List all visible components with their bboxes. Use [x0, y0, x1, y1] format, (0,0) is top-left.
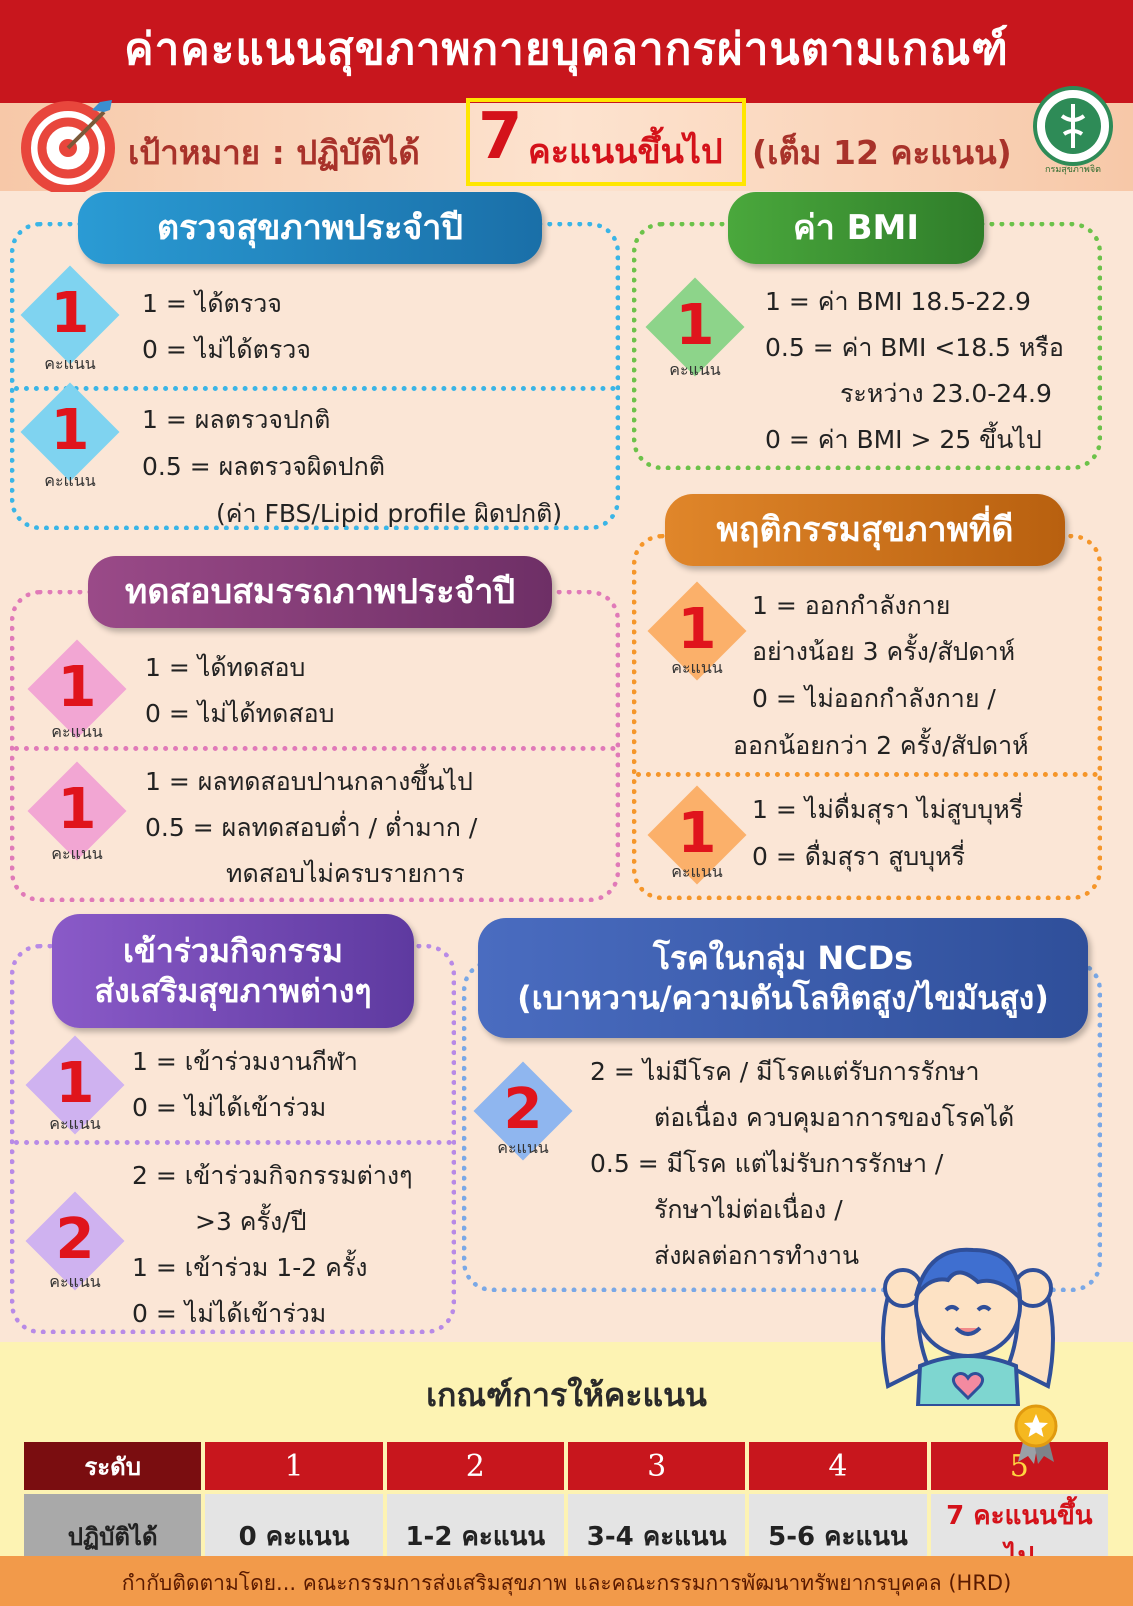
activities-line: 0 = ไม่ได้เข้าร่วม	[132, 1299, 327, 1328]
goal-full-score: (เต็ม 12 คะแนน)	[752, 133, 1012, 172]
behavior-line: 1 = ออกกำลังกาย	[752, 591, 951, 620]
activities-title-line: เข้าร่วมกิจกรรม	[123, 932, 343, 970]
score-value: 2	[503, 1077, 543, 1142]
score-unit-label: คะแนน	[44, 471, 96, 490]
criteria-level-cell: 3	[567, 1442, 746, 1490]
score-unit-label: คะแนน	[671, 862, 723, 881]
bmi-line: ระหว่าง 23.0-24.9	[840, 379, 1052, 408]
activities-line: 1 = เข้าร่วมงานกีฬา	[132, 1047, 358, 1076]
ncds-title-line: โรคในกลุ่ม NCDs	[652, 939, 914, 977]
bmi-line: 0.5 = ค่า BMI <18.5 หรือ	[765, 333, 1064, 362]
bmi-line: 1 = ค่า BMI 18.5-22.9	[765, 287, 1031, 316]
criteria-level-cell: 2	[386, 1442, 564, 1490]
activities-line: 1 = เข้าร่วม 1-2 ครั้ง	[132, 1253, 368, 1282]
score-value: 1	[50, 281, 90, 346]
behavior-line: อย่างน้อย 3 ครั้ง/สัปดาห์	[752, 637, 1016, 666]
score-value: 1	[675, 293, 715, 358]
fitness-line: ทดสอบไม่ครบรายการ	[226, 859, 465, 888]
behavior-title: พฤติกรรมสุขภาพที่ดี	[665, 494, 1065, 566]
footer-text: กำกับติดตามโดย... คณะกรรมการส่งเสริมสุขภ…	[121, 1571, 1012, 1595]
activities-title: เข้าร่วมกิจกรรม ส่งเสริมสุขภาพต่างๆ	[52, 914, 414, 1028]
score-value: 1	[57, 655, 97, 720]
strong-boy-illustration-icon	[881, 1247, 1055, 1406]
behavior-line: 1 = ไม่ดื่มสุรา ไม่สูบบุหรี่	[752, 795, 1024, 824]
behavior-line: 0 = ไม่ออกกำลังกาย /	[752, 684, 996, 713]
fitness-divider	[14, 746, 616, 751]
score-value: 1	[50, 398, 90, 463]
criteria-level-row: ระดับ 1 2 3 4 5	[24, 1442, 1108, 1490]
score-value: 2	[55, 1207, 95, 1272]
goal-label: เป้าหมาย : ปฏิบัติได้	[128, 133, 420, 172]
bmi-title: ค่า BMI	[728, 192, 984, 264]
goal-red-text: คะแนนขึ้นไป	[528, 132, 723, 172]
score-value: 1	[677, 597, 717, 662]
activities-divider	[14, 1140, 452, 1145]
score-unit-label: คะแนน	[497, 1138, 549, 1157]
fitness-line: 0.5 = ผลทดสอบต่ำ / ต่ำมาก /	[145, 813, 478, 842]
criteria-level-cell: 1	[205, 1442, 383, 1490]
score-unit-label: คะแนน	[44, 354, 96, 373]
score-unit-label: คะแนน	[49, 1114, 101, 1133]
fitness-line: 1 = ผลทดสอบปานกลางขึ้นไป	[145, 767, 473, 796]
ncds-title-line: (เบาหวาน/ความดันโลหิตสูง/ไขมันสูง)	[517, 979, 1049, 1017]
checkup-line: 0 = ไม่ได้ตรวจ	[142, 335, 311, 364]
score-value: 1	[677, 801, 717, 866]
checkup-line: 1 = ได้ตรวจ	[142, 289, 282, 318]
fitness-line: 1 = ได้ทดสอบ	[145, 653, 306, 682]
checkup-title: ตรวจสุขภาพประจำปี	[78, 192, 542, 264]
ncds-line: 2 = ไม่มีโรค / มีโรคแต่รับการรักษา	[590, 1057, 980, 1086]
criteria-level-cell: 4	[749, 1442, 927, 1490]
footer-bar	[0, 1556, 1133, 1606]
ncds-line: 0.5 = มีโรค แต่ไม่รับการรักษา /	[590, 1149, 944, 1178]
activities-line: 0 = ไม่ได้เข้าร่วม	[132, 1093, 327, 1122]
goal-highlight-box	[466, 98, 746, 186]
bmi-line: 0 = ค่า BMI > 25 ขึ้นไป	[765, 425, 1042, 454]
ministry-logo-text: กรมสุขภาพจิต	[1045, 165, 1101, 175]
score-unit-label: คะแนน	[49, 1272, 101, 1291]
fitness-title: ทดสอบสมรรถภาพประจำปี	[88, 556, 552, 628]
title-bar	[0, 0, 1133, 103]
goal-bar	[0, 103, 1133, 191]
checkup-line: 0.5 = ผลตรวจผิดปกติ	[142, 452, 386, 481]
checkup-divider	[14, 386, 616, 391]
criteria-row-label: ระดับ	[24, 1442, 202, 1490]
score-unit-label: คะแนน	[669, 360, 721, 379]
behavior-line: ออกน้อยกว่า 2 ครั้ง/สัปดาห์	[733, 731, 1029, 760]
checkup-line: (ค่า FBS/Lipid profile ผิดปกติ)	[216, 499, 563, 528]
medal-star-icon	[1014, 1404, 1058, 1464]
activities-line: 2 = เข้าร่วมกิจกรรมต่างๆ	[132, 1161, 413, 1190]
ncds-line: รักษาไม่ต่อเนื่อง /	[654, 1195, 843, 1224]
ncds-line: ส่งผลต่อการทำงาน	[654, 1241, 860, 1270]
score-unit-label: คะแนน	[51, 844, 103, 863]
score-unit-label: คะแนน	[51, 722, 103, 741]
criteria-title: เกณฑ์การให้คะแนน	[426, 1376, 707, 1414]
score-value: 1	[57, 777, 97, 842]
activities-line: >3 ครั้ง/ปี	[195, 1207, 307, 1236]
page-title: ค่าคะแนนสุขภาพกายบุคลากรผ่านตามเกณฑ์	[124, 24, 1009, 75]
goal-number: 7	[478, 100, 523, 174]
target-icon	[21, 100, 115, 192]
activities-title-line: ส่งเสริมสุขภาพต่างๆ	[94, 972, 372, 1010]
score-unit-label: คะแนน	[671, 658, 723, 677]
ministry-logo-icon	[1033, 86, 1113, 166]
ncds-title: โรคในกลุ่ม NCDs (เบาหวาน/ความดันโลหิตสูง…	[478, 918, 1088, 1038]
ncds-line: ต่อเนื่อง ควบคุมอาการของโรคได้	[654, 1103, 1015, 1132]
checkup-line: 1 = ผลตรวจปกติ	[142, 405, 331, 434]
score-value: 1	[55, 1051, 95, 1116]
fitness-line: 0 = ไม่ได้ทดสอบ	[145, 699, 335, 728]
behavior-divider	[636, 772, 1098, 777]
behavior-line: 0 = ดื่มสุรา สูบบุหรี่	[752, 842, 966, 871]
